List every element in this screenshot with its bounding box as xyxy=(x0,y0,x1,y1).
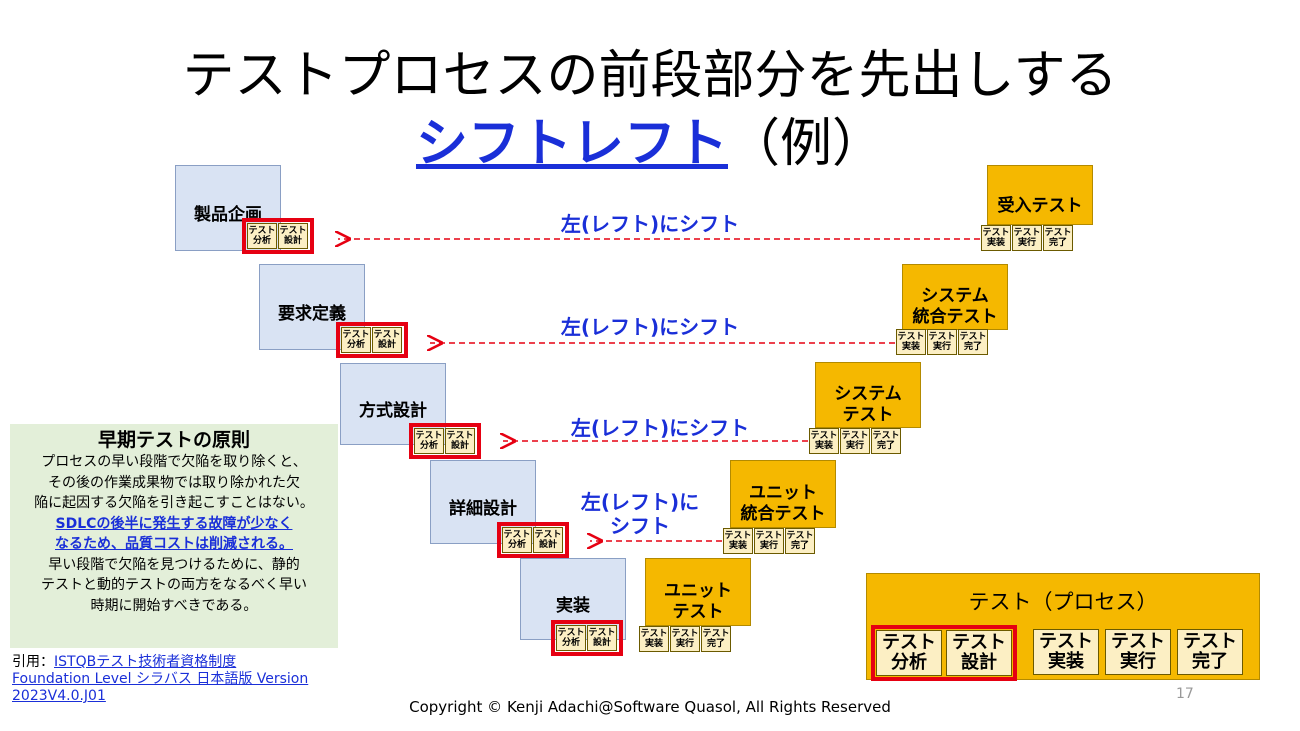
legend-title: テスト（プロセス） xyxy=(968,590,1158,614)
cell-test-completion: テスト完了 xyxy=(785,528,815,554)
test-phase-system-integration: システム 統合テスト xyxy=(902,264,1008,330)
principle-heading: 早期テストの原則 xyxy=(97,429,250,451)
shift-label-4: 左(レフト)に シフト xyxy=(580,490,700,538)
cell-test-implementation: テスト実装 xyxy=(896,329,926,355)
shift-label-2: 左(レフト)にシフト xyxy=(560,315,740,339)
cell-test-execution: テスト実行 xyxy=(840,428,870,454)
legend-remaining-cells: テスト実装 テスト実行 テスト完了 xyxy=(1033,629,1249,675)
legend-cell-completion: テスト完了 xyxy=(1177,629,1243,675)
shift-label-1: 左(レフト)にシフト xyxy=(560,212,740,236)
remaining-cells-system: テスト実装 テスト実行 テスト完了 xyxy=(809,428,902,454)
cell-test-completion: テスト完了 xyxy=(958,329,988,355)
cell-test-execution: テスト実行 xyxy=(927,329,957,355)
cell-test-execution: テスト実行 xyxy=(1012,225,1042,251)
cell-test-completion: テスト完了 xyxy=(871,428,901,454)
legend-cell-analysis: テスト分析 xyxy=(876,630,942,676)
remaining-cells-unit: テスト実装 テスト実行 テスト完了 xyxy=(639,626,732,652)
cell-test-analysis: テスト分析 xyxy=(502,527,532,553)
cell-test-analysis: テスト分析 xyxy=(414,428,444,454)
citation-link[interactable]: 2023V4.0.J01 xyxy=(12,688,106,704)
page-number: 17 xyxy=(1176,686,1194,702)
test-phase-unit-integration: ユニット 統合テスト xyxy=(730,460,836,528)
page-subtitle: シフトレフト（例） xyxy=(0,112,1300,176)
test-phase-acceptance: 受入テスト xyxy=(987,165,1093,225)
shifted-cells-requirements: テスト分析 テスト設計 xyxy=(336,322,408,358)
legend-highlighted-cells: テスト分析 テスト設計 xyxy=(871,625,1017,681)
remaining-cells-unit-integration: テスト実装 テスト実行 テスト完了 xyxy=(723,528,816,554)
cell-test-design: テスト設計 xyxy=(587,625,617,651)
cell-test-design: テスト設計 xyxy=(278,223,308,249)
cell-test-design: テスト設計 xyxy=(445,428,475,454)
cell-test-completion: テスト完了 xyxy=(1043,225,1073,251)
shifted-cells-architecture: テスト分析 テスト設計 xyxy=(409,423,481,459)
cell-test-analysis: テスト分析 xyxy=(341,327,371,353)
citation-link[interactable]: Foundation Level シラバス 日本語版 Version xyxy=(12,671,309,687)
legend-cell-execution: テスト実行 xyxy=(1105,629,1171,675)
shift-label-3: 左(レフト)にシフト xyxy=(570,416,750,440)
remaining-cells-acceptance: テスト実装 テスト実行 テスト完了 xyxy=(981,225,1074,251)
page-title: テストプロセスの前段部分を先出しする xyxy=(182,46,1118,106)
cell-test-implementation: テスト実装 xyxy=(809,428,839,454)
cell-test-implementation: テスト実装 xyxy=(981,225,1011,251)
copyright: Copyright © Kenji Adachi@Software Quasol… xyxy=(409,698,891,716)
test-phase-unit: ユニット テスト xyxy=(645,558,751,626)
cell-test-analysis: テスト分析 xyxy=(556,625,586,651)
principle-emphasis: SDLCの後半に発生する故障が少なく xyxy=(55,515,293,532)
cell-test-implementation: テスト実装 xyxy=(639,626,669,652)
cell-test-implementation: テスト実装 xyxy=(723,528,753,554)
citation-link[interactable]: ISTQBテスト技術者資格制度 xyxy=(54,654,237,670)
test-phase-system: システム テスト xyxy=(815,362,921,428)
cell-test-execution: テスト実行 xyxy=(754,528,784,554)
citation: 引用：ISTQBテスト技術者資格制度 Foundation Level シラバス… xyxy=(12,654,309,704)
cell-test-completion: テスト完了 xyxy=(701,626,731,652)
shift-left-link[interactable]: シフトレフト xyxy=(415,114,728,174)
remaining-cells-system-integration: テスト実装 テスト実行 テスト完了 xyxy=(896,329,989,355)
legend-cell-implementation: テスト実装 xyxy=(1033,629,1099,675)
cell-test-design: テスト設計 xyxy=(372,327,402,353)
subtitle-example: （例） xyxy=(728,114,885,174)
legend-cell-design: テスト設計 xyxy=(946,630,1012,676)
shifted-cells-implementation: テスト分析 テスト設計 xyxy=(551,620,623,656)
cell-test-design: テスト設計 xyxy=(533,527,563,553)
cell-test-analysis: テスト分析 xyxy=(247,223,277,249)
shifted-cells-detailed-design: テスト分析 テスト設計 xyxy=(497,522,569,558)
cell-test-execution: テスト実行 xyxy=(670,626,700,652)
test-process-legend: テスト（プロセス） テスト分析 テスト設計 テスト実装 テスト実行 テスト完了 xyxy=(866,573,1260,681)
shifted-cells-planning: テスト分析 テスト設計 xyxy=(242,218,314,254)
early-testing-principle: 早期テストの原則 プロセスの早い段階で欠陥を取り除くと、 その後の作業成果物では… xyxy=(10,424,338,648)
